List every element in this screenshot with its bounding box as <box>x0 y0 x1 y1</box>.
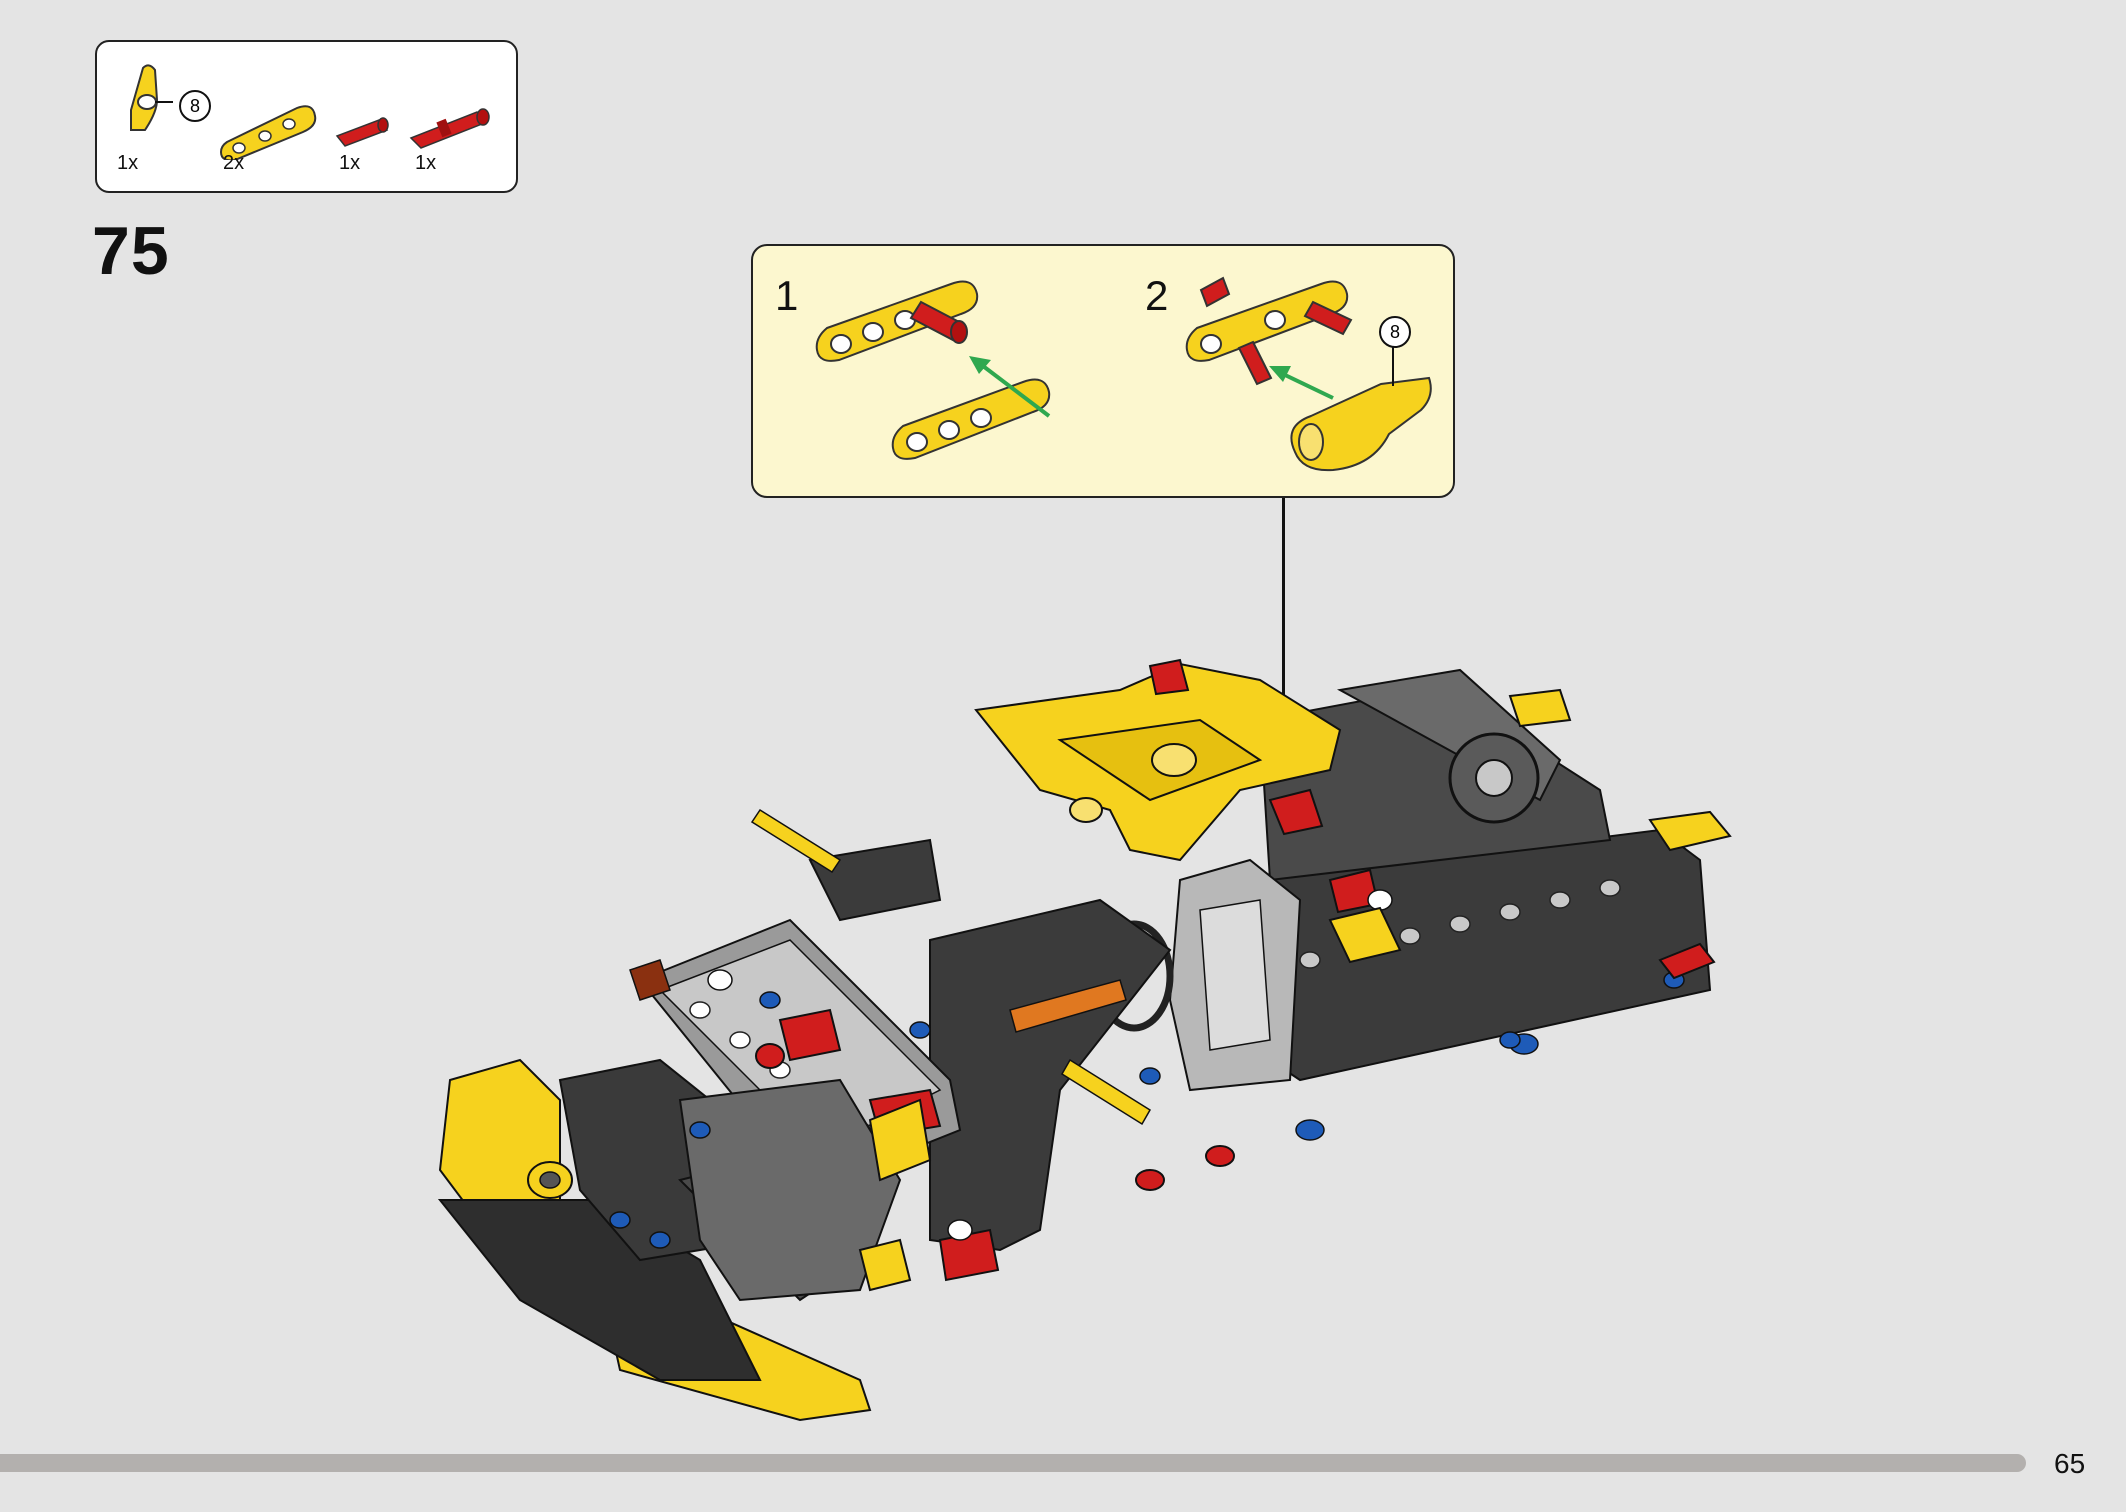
part-quantity: 2x <box>223 152 245 174</box>
callout-circle-icon: 8 <box>179 90 211 122</box>
sub-step-callout-label: 8 <box>1390 322 1400 342</box>
sub-assembly-box: 1 2 8 <box>751 244 1455 498</box>
sub-step-2-illustration: 8 <box>1185 276 1432 472</box>
red-long-pin-icon <box>409 108 490 149</box>
part-quantity: 1x <box>117 152 139 174</box>
parts-list-box: 8 1x 2x 1x 1x <box>95 40 518 193</box>
callout-connector-line <box>1282 498 1285 756</box>
part-quantity: 1x <box>415 152 437 174</box>
red-pin-icon <box>335 117 389 147</box>
sub-step-number: 1 <box>775 272 799 319</box>
page-progress-bar <box>0 1454 2026 1472</box>
yellow-beam-icon <box>219 105 317 160</box>
callout-arrow-head-icon <box>1270 740 1298 776</box>
sub-step-number: 2 <box>1145 272 1169 319</box>
parts-callout-label: 8 <box>190 96 200 116</box>
yellow-panel-icon <box>130 64 173 131</box>
part-quantity: 1x <box>339 152 361 174</box>
step-number: 75 <box>92 213 170 289</box>
page-number: 65 <box>2054 1448 2086 1479</box>
sub-step-1-illustration <box>815 280 1051 460</box>
